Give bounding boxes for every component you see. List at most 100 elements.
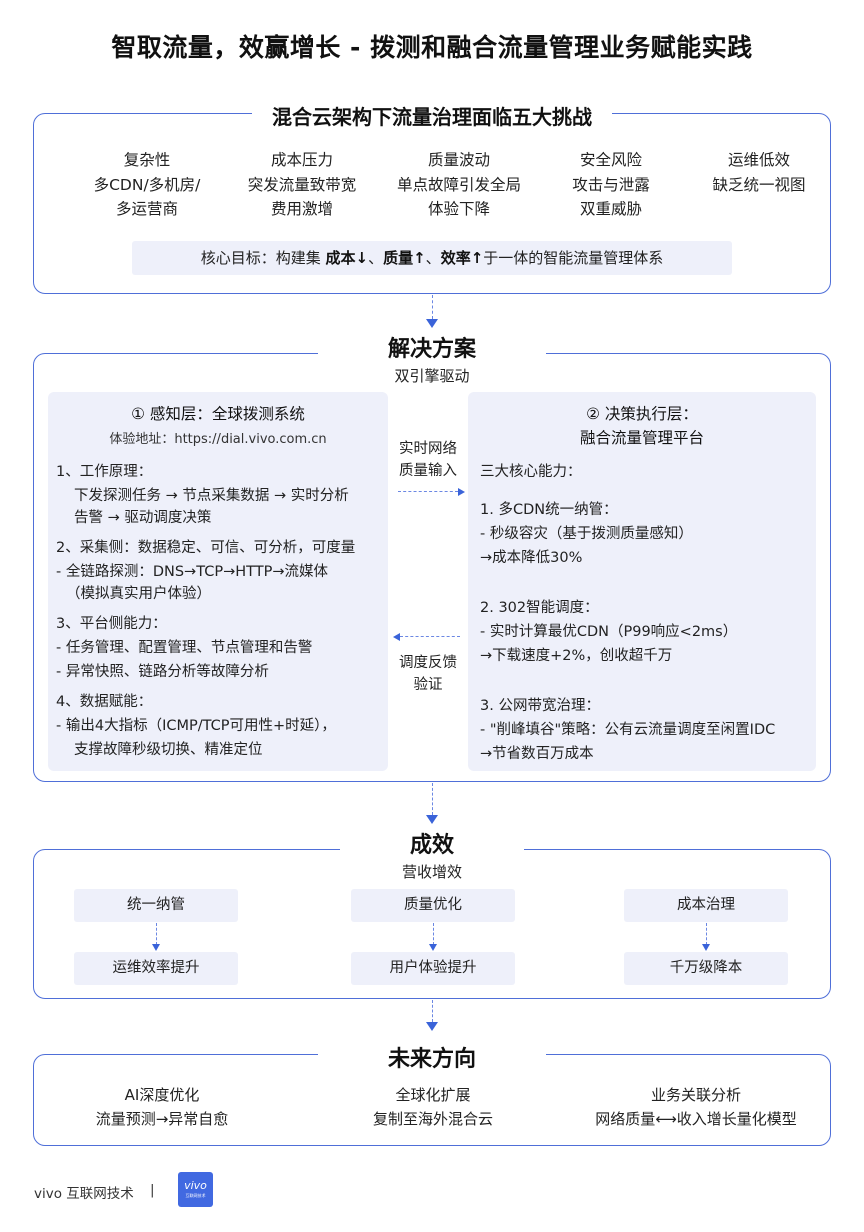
result-box-cost-reduction: 千万级降本: [624, 952, 788, 985]
result-box-unified: 统一纳管: [74, 889, 238, 922]
challenge-title: 安全风险: [579, 151, 642, 169]
capabilities-heading: 三大核心能力：: [480, 464, 582, 480]
capability-title: 2. 302智能调度：: [480, 600, 599, 616]
challenge-desc: 费用激增: [270, 200, 333, 218]
results-section: 成效 营收增效 统一纳管 运维效率提升 质量优化 用户体验提升 成本治理 千万级…: [33, 827, 831, 999]
principle-text: 告警 → 驱动调度决策: [74, 510, 212, 526]
challenge-desc: 双重威胁: [579, 200, 642, 218]
collection-text: - 全链路探测：DNS→TCP→HTTP→流媒体: [56, 564, 328, 580]
perception-layer-panel: ① 感知层：全球拨测系统 体验地址：https://dial.vivo.com.…: [48, 392, 388, 771]
future-section: 未来方向 AI深度优化 流量预测→异常自愈 全球化扩展 复制至海外混合云 业务关…: [33, 1041, 831, 1146]
challenge-desc: 单点故障引发全局: [396, 175, 521, 194]
arrow-down-icon: [426, 1022, 438, 1031]
goal-separator: 、: [425, 249, 441, 267]
vivo-logo-icon: vivo 互联网技术: [178, 1172, 213, 1207]
flow-label-line: 质量输入: [399, 463, 457, 479]
decision-title: ② 决策执行层：: [586, 405, 698, 423]
connector-line: [432, 295, 433, 319]
decision-layer-panel: ② 决策执行层： 融合流量管理平台 三大核心能力： 1. 多CDN统一纳管： -…: [468, 392, 816, 771]
connector-line: [156, 923, 157, 945]
solution-heading: 解决方案: [317, 331, 546, 363]
future-item-desc: 复制至海外混合云: [372, 1110, 493, 1128]
future-item-business: 业务关联分析 网络质量⟷收入增长量化模型: [566, 1083, 826, 1131]
flow-label-feedback: 调度反馈 验证: [388, 652, 468, 696]
arrow-left-icon: [393, 633, 400, 641]
future-item-desc: 流量预测→异常自愈: [95, 1110, 229, 1128]
challenge-title: 运维低效: [727, 151, 790, 169]
challenge-item-cost: 成本压力 突发流量致带宽 费用激增: [217, 148, 387, 222]
results-subheading: 营收增效: [401, 863, 462, 881]
flow-label-line: 调度反馈: [399, 655, 457, 671]
goal-quality: 质量↑: [383, 249, 426, 267]
capability-result: →成本降低30%: [480, 550, 583, 566]
arrow-down-icon: [702, 944, 710, 951]
challenge-desc: 多CDN/多机房/: [93, 175, 201, 194]
connector-line: [706, 923, 707, 945]
challenge-item-complexity: 复杂性 多CDN/多机房/ 多运营商: [62, 148, 232, 222]
logo-subtext: 互联网技术: [185, 1193, 206, 1198]
challenge-item-ops: 运维低效 缺乏统一视图: [674, 148, 844, 197]
goal-prefix: 核心目标：构建集: [200, 249, 326, 267]
challenge-desc: 突发流量致带宽: [247, 175, 357, 194]
results-heading: 成效: [339, 827, 524, 859]
perception-title: ① 感知层：全球拨测系统: [131, 405, 305, 423]
goal-suffix: 于一体的智能流量管理体系: [483, 249, 664, 267]
challenge-desc: 体验下降: [427, 200, 490, 218]
capability-text: - 秒级容灾（基于拨测质量感知）: [480, 526, 693, 542]
connector-line: [432, 783, 433, 815]
core-goal: 核心目标：构建集 成本↓、质量↑、效率↑于一体的智能流量管理体系: [132, 241, 732, 275]
principle-text: 下发探测任务 → 节点采集数据 → 实时分析: [74, 488, 349, 504]
future-item-global: 全球化扩展 复制至海外混合云: [303, 1083, 563, 1131]
future-item-title: 全球化扩展: [395, 1086, 471, 1104]
future-item-desc: 网络质量⟷收入增长量化模型: [595, 1110, 797, 1128]
connector-line: [432, 1000, 433, 1022]
challenge-title: 成本压力: [270, 151, 333, 169]
data-text: - 输出4大指标（ICMP/TCP可用性+时延），: [56, 718, 336, 734]
footer-separator: |: [150, 1182, 155, 1198]
result-box-ops-efficiency: 运维效率提升: [74, 952, 238, 985]
footer-brand: vivo 互联网技术: [34, 1186, 134, 1202]
challenge-item-quality: 质量波动 单点故障引发全局 体验下降: [374, 148, 544, 222]
capability-text: - "削峰填谷"策略：公有云流量调度至闲置IDC: [480, 722, 776, 738]
goal-efficiency: 效率↑: [440, 249, 484, 267]
platform-text: - 异常快照、链路分析等故障分析: [56, 664, 269, 680]
principle-heading: 1、工作原理：: [56, 464, 153, 480]
challenge-title: 复杂性: [123, 151, 171, 169]
arrow-down-icon: [426, 815, 438, 824]
flow-line-right: [398, 491, 458, 492]
future-heading: 未来方向: [317, 1041, 546, 1073]
solution-subheading: 双引擎驱动: [394, 367, 470, 385]
capability-result: →下载速度+2%，创收超千万: [480, 648, 673, 664]
decision-title: 融合流量管理平台: [579, 429, 704, 447]
platform-heading: 3、平台侧能力：: [56, 616, 167, 632]
flow-label-line: 验证: [413, 677, 443, 693]
logo-text: vivo: [184, 1179, 207, 1192]
challenge-item-security: 安全风险 攻击与泄露 双重威胁: [526, 148, 696, 222]
capability-text: - 实时计算最优CDN（P99响应<2ms）: [480, 624, 738, 640]
collection-text: （模拟真实用户体验）: [66, 586, 211, 602]
experience-url: 体验地址：https://dial.vivo.com.cn: [109, 432, 327, 447]
flow-label-line: 实时网络: [399, 441, 457, 457]
flow-label-input: 实时网络 质量输入: [388, 438, 468, 482]
solution-section: 解决方案 双引擎驱动 ① 感知层：全球拨测系统 体验地址：https://dia…: [33, 331, 831, 782]
result-box-user-experience: 用户体验提升: [351, 952, 515, 985]
arrow-down-icon: [429, 944, 437, 951]
data-heading: 4、数据赋能：: [56, 694, 153, 710]
challenge-desc: 缺乏统一视图: [712, 175, 806, 194]
challenge-desc: 多运营商: [115, 200, 178, 218]
platform-text: - 任务管理、配置管理、节点管理和告警: [56, 640, 313, 656]
capability-title: 3. 公网带宽治理：: [480, 698, 600, 714]
challenge-desc: 攻击与泄露: [572, 175, 650, 194]
challenge-title: 质量波动: [427, 151, 490, 169]
data-text: 支撑故障秒级切换、精准定位: [74, 742, 263, 758]
future-item-title: 业务关联分析: [650, 1086, 741, 1104]
goal-cost: 成本↓: [325, 249, 369, 267]
challenges-section: 混合云架构下流量治理面临五大挑战 复杂性 多CDN/多机房/ 多运营商 成本压力…: [33, 101, 831, 294]
challenges-heading: 混合云架构下流量治理面临五大挑战: [252, 101, 612, 130]
result-box-cost: 成本治理: [624, 889, 788, 922]
goal-separator: 、: [368, 249, 384, 267]
capability-result: →节省数百万成本: [480, 746, 594, 762]
result-box-quality: 质量优化: [351, 889, 515, 922]
arrow-down-icon: [426, 319, 438, 328]
future-item-title: AI深度优化: [124, 1086, 200, 1104]
